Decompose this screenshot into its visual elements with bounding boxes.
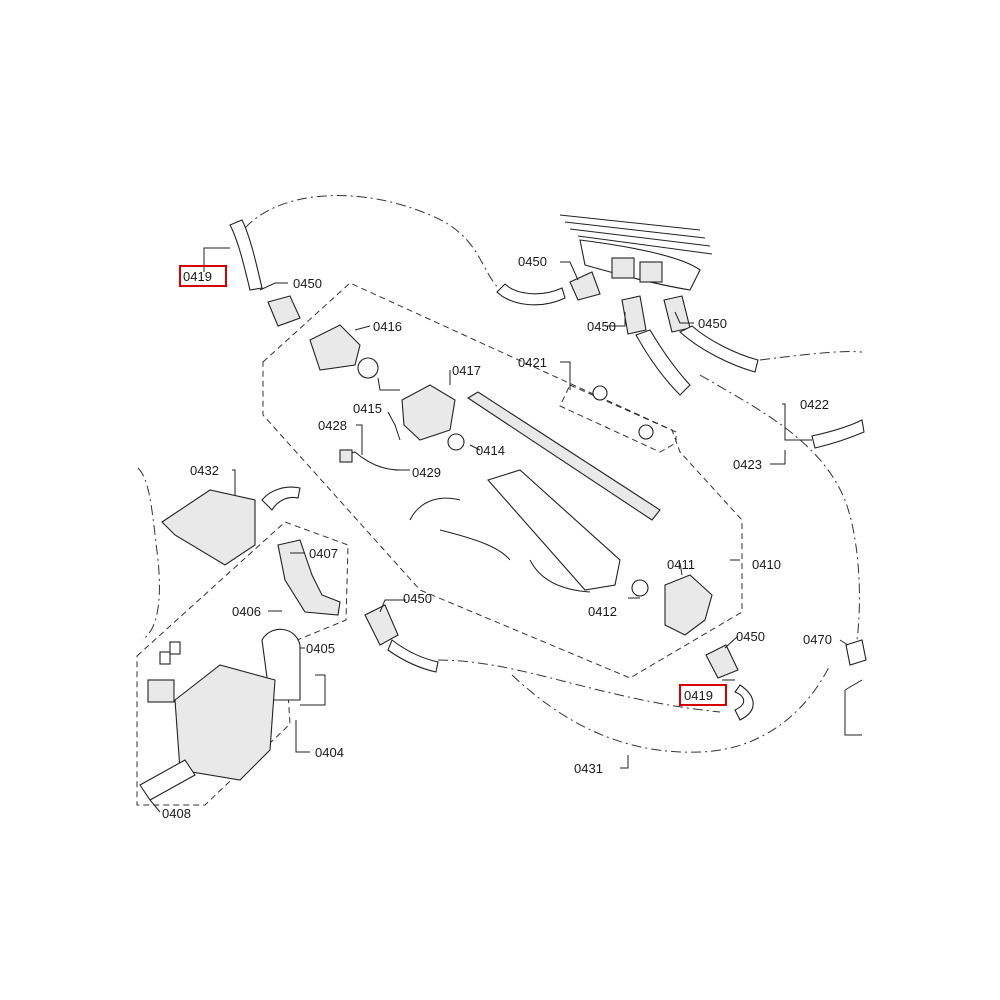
valve-0407	[277, 539, 341, 616]
sensor-0429	[344, 451, 401, 471]
hose-right-b	[679, 325, 759, 373]
valve-0470	[845, 639, 867, 666]
hose-0450-top	[496, 283, 566, 306]
label-0450-right-a[interactable]: 0450	[587, 319, 616, 334]
washer-0414	[447, 433, 465, 451]
label-0407[interactable]: 0407	[309, 546, 338, 561]
hose-0419-bottom	[734, 684, 754, 721]
flow-path-0431	[511, 664, 831, 753]
label-0450-middle[interactable]: 0450	[403, 591, 432, 606]
label-0450-bottom[interactable]: 0450	[736, 629, 765, 644]
hose-0422	[811, 419, 865, 449]
label-0404[interactable]: 0404	[315, 745, 344, 760]
clip-0450-top-left	[267, 295, 301, 327]
label-0416[interactable]: 0416	[373, 319, 402, 334]
label-0450-top-center[interactable]: 0450	[518, 254, 547, 269]
cover-0432	[161, 489, 256, 566]
fitting-0450-right-a	[621, 295, 647, 335]
label-0421[interactable]: 0421	[518, 355, 547, 370]
label-0422[interactable]: 0422	[800, 397, 829, 412]
flow-path-0419b	[437, 659, 721, 713]
rail-0410	[466, 391, 661, 521]
fitting-0450-middle	[364, 604, 399, 646]
screws-0421	[592, 385, 654, 440]
flow-path-left	[137, 467, 160, 641]
label-0414[interactable]: 0414	[476, 443, 505, 458]
connector-0428	[339, 449, 353, 463]
manifold-top-right	[559, 214, 713, 291]
group-outline-0421	[559, 384, 677, 453]
label-0408[interactable]: 0408	[162, 806, 191, 821]
label-0410[interactable]: 0410	[752, 557, 781, 572]
group-outline-0404	[136, 521, 349, 806]
label-0470[interactable]: 0470	[803, 632, 832, 647]
label-0429[interactable]: 0429	[412, 465, 441, 480]
fitting-0450-bottom	[705, 644, 739, 679]
flow-path-right	[759, 351, 863, 361]
label-0406[interactable]: 0406	[232, 604, 261, 619]
flow-path-top	[244, 195, 501, 291]
label-0450-top-left[interactable]: 0450	[293, 276, 322, 291]
label-0431[interactable]: 0431	[574, 761, 603, 776]
thermostat-0411	[664, 574, 713, 636]
label-0450-right-b[interactable]: 0450	[698, 316, 727, 331]
flow-path-0423	[699, 374, 860, 641]
hose-right-a	[635, 329, 691, 396]
hose-0432	[261, 486, 301, 511]
hose-middle	[387, 639, 439, 673]
highlight-box-0419-top	[179, 265, 227, 287]
heater-tube-0410	[487, 469, 621, 591]
highlight-box-0419-bottom	[679, 684, 727, 706]
group-outline-0410	[262, 282, 743, 679]
label-0419-bottom[interactable]: 0419	[684, 688, 713, 703]
label-0432[interactable]: 0432	[190, 463, 219, 478]
wire-heater	[409, 497, 591, 593]
label-0405[interactable]: 0405	[306, 641, 335, 656]
label-0428[interactable]: 0428	[318, 418, 347, 433]
label-0419-top[interactable]: 0419	[183, 269, 212, 284]
label-0411[interactable]: 0411	[667, 557, 695, 572]
hose-0419-top	[229, 219, 263, 291]
housing-0417	[401, 384, 456, 441]
label-0423[interactable]: 0423	[733, 457, 762, 472]
leader-lines	[149, 247, 849, 813]
fitting-0450-right-b	[663, 295, 691, 333]
washer-0412	[631, 579, 649, 597]
clip-0450-top-center	[569, 271, 601, 301]
pump-0404	[174, 664, 276, 781]
frame-right	[844, 679, 863, 736]
label-0412[interactable]: 0412	[588, 604, 617, 619]
label-0417[interactable]: 0417	[452, 363, 481, 378]
pump-outlet-0408	[139, 759, 196, 801]
valve-0416	[357, 357, 379, 379]
connectors-left	[147, 641, 181, 703]
label-0415[interactable]: 0415	[353, 401, 382, 416]
cap-0416	[309, 324, 361, 371]
